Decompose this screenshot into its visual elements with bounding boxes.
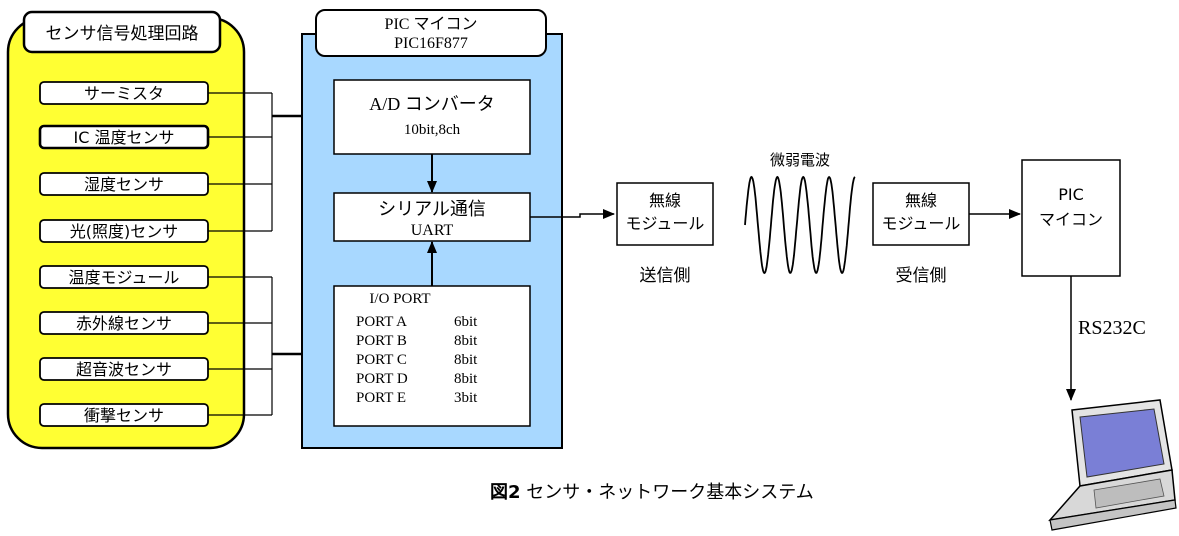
tx-caption: 送信側	[640, 266, 691, 286]
port-name: PORT B	[356, 333, 407, 349]
io-port-box: I/O PORT PORT A 6bit PORT B 8bit PORT C …	[333, 285, 531, 427]
port-name: PORT E	[356, 390, 406, 406]
pic-receiver: PIC マイコン	[1021, 159, 1121, 277]
pic-panel-model: PIC16F877	[394, 35, 468, 52]
sensor-item-ic-temp: IC 温度センサ	[38, 124, 210, 150]
serial-box: シリアル通信 UART	[333, 192, 531, 242]
rx-module: 無線 モジュール	[872, 182, 970, 246]
sensor-item-humidity: 湿度センサ	[39, 172, 209, 196]
sensor-item-temp-module: 温度モジュール	[39, 265, 209, 289]
sensor-panel: センサ信号処理回路 サーミスタ IC 温度センサ 湿度センサ 光(照度)センサ …	[6, 10, 246, 450]
port-name: PORT D	[356, 371, 408, 387]
figure-title: センサ・ネットワーク基本システム	[521, 482, 814, 503]
sensor-item-label: サーミスタ	[84, 84, 164, 103]
sensor-connectors	[208, 92, 273, 416]
port-name: PORT C	[356, 352, 407, 368]
figure-number: 図2	[490, 482, 521, 503]
tx-module: 無線 モジュール	[616, 182, 714, 246]
sensor-panel-title: センサ信号処理回路	[46, 24, 199, 44]
rx-module-line1: 無線	[905, 191, 937, 210]
rx-module-line2: モジュール	[882, 214, 961, 233]
port-bits: 3bit	[454, 390, 478, 406]
io-title: I/O PORT	[369, 291, 430, 307]
arrow-serial-to-tx	[530, 209, 615, 219]
port-bits: 8bit	[454, 333, 478, 349]
tx-module-line1: 無線	[649, 191, 681, 210]
sensor-item-shock: 衝撃センサ	[39, 403, 209, 427]
adc-spec: 10bit,8ch	[404, 122, 461, 138]
sensor-item-label: 超音波センサ	[76, 360, 172, 379]
port-name: PORT A	[356, 314, 407, 330]
adc-title: A/D コンバータ	[369, 94, 495, 114]
sensor-item-label: 温度モジュール	[69, 268, 180, 287]
serial-title: シリアル通信	[378, 199, 486, 220]
sensor-panel-title-box	[22, 10, 222, 54]
port-bits: 8bit	[454, 352, 478, 368]
sine-wave-icon	[744, 175, 856, 275]
sensor-item-label: IC 温度センサ	[74, 128, 175, 147]
sensor-item-infrared: 赤外線センサ	[39, 311, 209, 335]
wave-label: 微弱電波	[770, 151, 830, 169]
pic-receiver-line2: マイコン	[1039, 210, 1103, 229]
serial-spec: UART	[411, 222, 454, 239]
figure-caption: 図2 センサ・ネットワーク基本システム	[490, 482, 814, 503]
tx-module-line2: モジュール	[626, 214, 705, 233]
laptop-icon	[1048, 399, 1177, 531]
port-bits: 6bit	[454, 314, 478, 330]
pic-panel-title: PIC マイコン	[385, 16, 478, 33]
adc-box: A/D コンバータ 10bit,8ch	[333, 79, 531, 155]
pic-receiver-line1: PIC	[1058, 185, 1084, 204]
sensor-item-label: 光(照度)センサ	[70, 222, 179, 241]
sensor-item-light: 光(照度)センサ	[39, 219, 209, 243]
sensor-item-label: 赤外線センサ	[76, 314, 172, 333]
rx-caption: 受信側	[896, 266, 947, 286]
port-bits: 8bit	[454, 371, 478, 387]
sensor-item-label: 湿度センサ	[84, 175, 164, 194]
sensor-item-thermistor: サーミスタ	[39, 81, 209, 105]
pic-panel-title-box	[315, 9, 547, 57]
sensor-item-label: 衝撃センサ	[84, 406, 164, 425]
link-label: RS232C	[1078, 317, 1146, 339]
pic-panel: PIC マイコン PIC16F877 A/D コンバータ 10bit,8ch シ…	[301, 9, 563, 449]
sensor-item-ultrasonic: 超音波センサ	[39, 357, 209, 381]
